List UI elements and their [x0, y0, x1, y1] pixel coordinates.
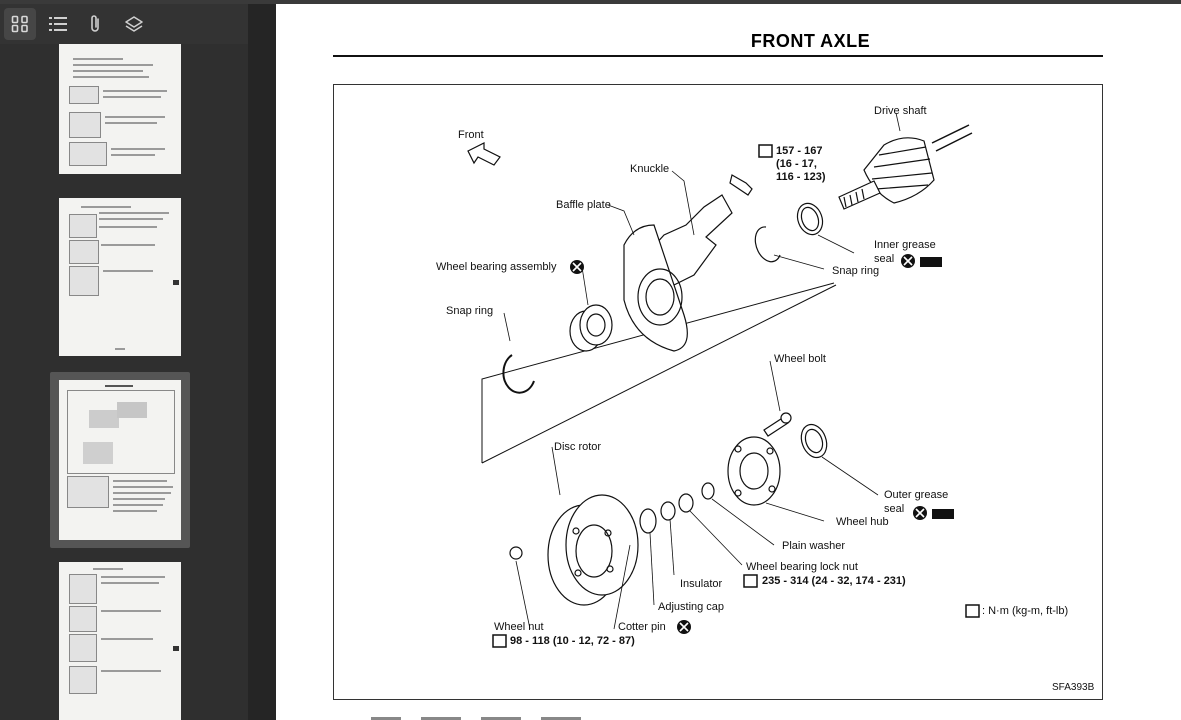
next-page-fragment	[371, 717, 581, 720]
label-torque-lock-nut: 235 - 314 (24 - 32, 174 - 231)	[762, 575, 906, 587]
label-plain-washer: Plain washer	[782, 540, 845, 552]
paperclip-icon	[91, 15, 99, 32]
page-thumbnail-1[interactable]	[50, 44, 190, 176]
window-top-edge	[0, 0, 1181, 4]
sidebar-toolbar	[0, 4, 248, 44]
label-cotter-pin: Cotter pin	[618, 621, 666, 633]
thumbnail-page-image	[59, 198, 181, 356]
label-snap-ring-left: Snap ring	[446, 305, 494, 317]
torque-unit-legend: : N·m (kg-m, ft-lb)	[982, 605, 1069, 617]
label-wheel-hub: Wheel hub	[836, 516, 889, 528]
label-wheel-nut: Wheel nut	[494, 621, 544, 633]
page-thumbnail-2[interactable]	[50, 198, 190, 358]
front-axle-exploded-diagram: Front Drive shaft Knuckle 157 - 167 (16 …	[333, 84, 1103, 700]
label-outer-grease-seal-line2: seal	[884, 503, 905, 515]
label-wheel-bearing-lock-nut: Wheel bearing lock nut	[746, 561, 858, 573]
label-adjusting-cap: Adjusting cap	[658, 601, 725, 613]
document-page: FRONT AXLE	[276, 4, 1181, 720]
label-front: Front	[458, 129, 484, 141]
thumbnails-grid-icon	[11, 15, 28, 33]
thumbnail-page-image	[59, 562, 181, 720]
label-torque-knuckle-line3: 116 - 123)	[776, 171, 826, 183]
diagram-drawing	[467, 112, 980, 648]
label-torque-wheel-nut: 98 - 118 (10 - 12, 72 - 87)	[510, 635, 635, 647]
label-inner-grease-seal-line1: Inner grease	[874, 239, 936, 251]
label-wheel-bolt: Wheel bolt	[774, 353, 826, 365]
label-torque-knuckle-line2: (16 - 17,	[776, 158, 817, 170]
thumbnails-button[interactable]	[4, 8, 36, 40]
label-wheel-bearing-assembly: Wheel bearing assembly	[436, 261, 557, 273]
sidebar-gutter	[248, 4, 276, 720]
title-rule	[333, 55, 1103, 57]
label-inner-grease-seal-line2: seal	[874, 253, 895, 265]
page-thumbnail-4[interactable]	[50, 562, 190, 720]
thumbnail-page-image	[59, 44, 181, 174]
front-arrow	[467, 142, 501, 166]
thumbnail-page-image	[59, 380, 181, 540]
page-title: FRONT AXLE	[750, 31, 871, 51]
label-baffle-plate: Baffle plate	[556, 199, 611, 211]
page-thumbnail-3-current[interactable]	[50, 372, 190, 548]
layers-button[interactable]	[118, 8, 150, 40]
label-torque-knuckle-line1: 157 - 167	[776, 145, 823, 157]
label-snap-ring-right: Snap ring	[832, 265, 880, 277]
label-insulator: Insulator	[680, 578, 723, 590]
label-knuckle: Knuckle	[630, 163, 670, 175]
outline-button[interactable]	[42, 8, 74, 40]
grease-symbols	[920, 257, 954, 519]
layers-icon	[125, 16, 143, 32]
torque-symbols	[492, 144, 980, 648]
label-outer-grease-seal-line1: Outer grease	[884, 489, 949, 501]
attachments-button[interactable]	[80, 8, 112, 40]
figure-code: SFA393B	[1052, 682, 1095, 693]
list-icon	[49, 17, 67, 31]
label-drive-shaft: Drive shaft	[874, 105, 927, 117]
label-disc-rotor: Disc rotor	[554, 441, 602, 453]
